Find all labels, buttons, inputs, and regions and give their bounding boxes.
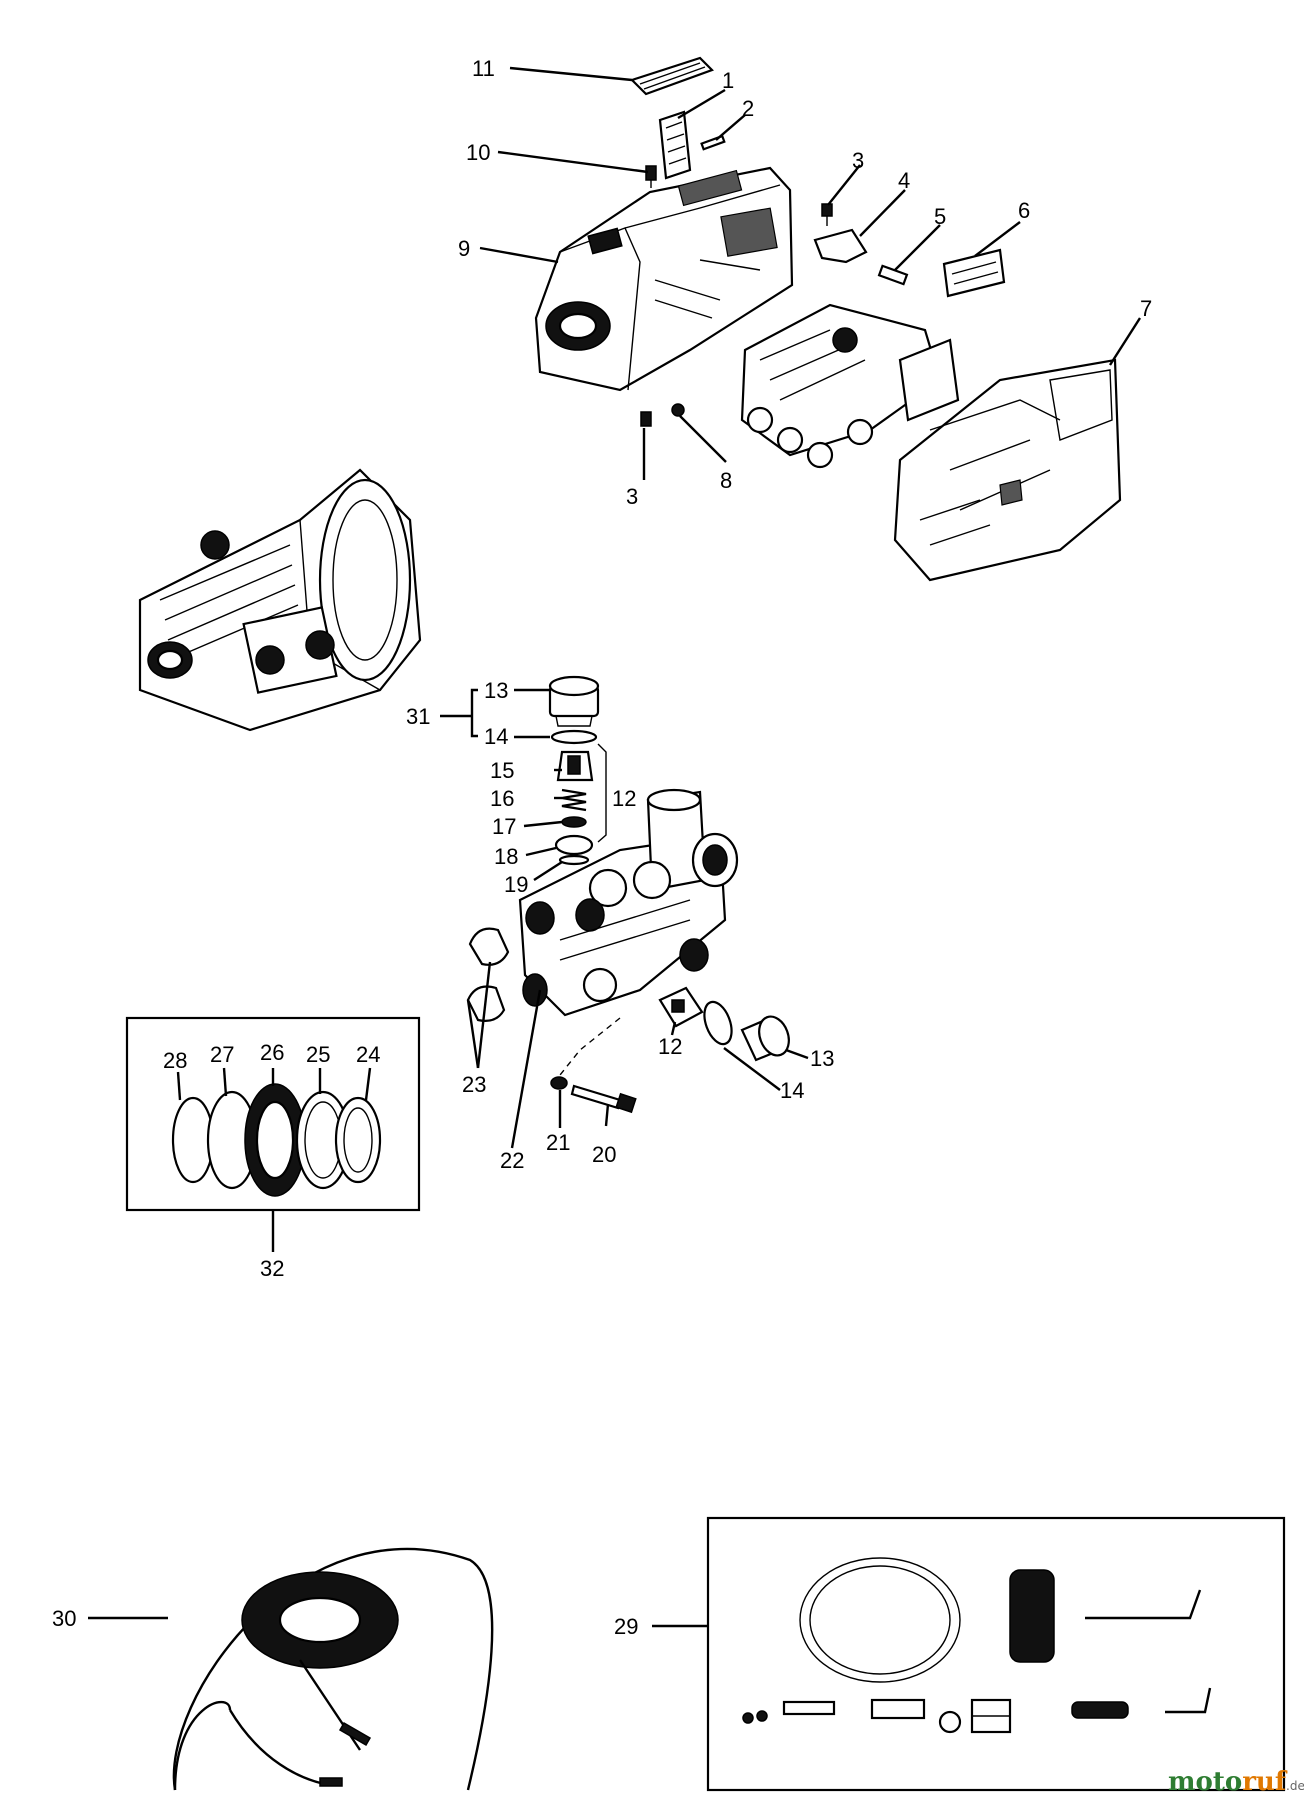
callout-29: 29 xyxy=(614,1614,638,1639)
svg-text:motoruf.de: motoruf.de xyxy=(1168,1767,1304,1797)
part-2-pin xyxy=(700,134,726,151)
part-15-valve-cage xyxy=(556,750,594,782)
callout-8: 8 xyxy=(720,468,732,493)
callout-14-side: 14 xyxy=(780,1078,804,1103)
part-10-screw xyxy=(645,165,657,188)
part-3-screw-upper xyxy=(821,203,833,226)
callout-12-side: 12 xyxy=(658,1034,682,1059)
callout-25: 25 xyxy=(306,1042,330,1067)
seal-kit-parts xyxy=(171,1083,382,1197)
callout-3-lower: 3 xyxy=(626,484,638,509)
callout-5: 5 xyxy=(934,204,946,229)
part-20-bolt xyxy=(570,1084,637,1114)
callout-26: 26 xyxy=(260,1040,284,1065)
callout-4: 4 xyxy=(898,168,910,193)
callout-10: 10 xyxy=(466,140,490,165)
part-12-valve-side xyxy=(658,986,704,1028)
dashed-guide xyxy=(559,1017,621,1076)
callout-14-top: 14 xyxy=(484,724,508,749)
part-14-oring-side xyxy=(703,1000,733,1046)
pump-body-large xyxy=(138,468,422,732)
callout-32: 32 xyxy=(260,1256,284,1281)
accessory-kit-parts xyxy=(742,1557,1212,1734)
watermark-brand-b: ruf xyxy=(1242,1767,1288,1797)
callout-16: 16 xyxy=(490,786,514,811)
part-5-clip xyxy=(877,264,909,286)
callout-13-side: 13 xyxy=(810,1046,834,1071)
watermark-brand-a: moto xyxy=(1168,1767,1242,1797)
callout-22: 22 xyxy=(500,1148,524,1173)
part-6-decal xyxy=(942,248,1006,298)
callout-27: 27 xyxy=(210,1042,234,1067)
part-7-engine xyxy=(893,358,1122,582)
part-3-bolt-lower xyxy=(640,411,652,427)
callout-19: 19 xyxy=(504,872,528,897)
kit-box-29 xyxy=(706,1516,1286,1792)
callout-30: 30 xyxy=(52,1606,76,1631)
pump-assembly-top xyxy=(740,303,960,469)
callout-3-upper: 3 xyxy=(852,148,864,173)
callout-15: 15 xyxy=(490,758,514,783)
callout-28: 28 xyxy=(163,1048,187,1073)
callout-11: 11 xyxy=(472,56,495,81)
part-4-clamp xyxy=(813,228,868,264)
bracket-12 xyxy=(597,743,607,843)
callout-12-top: 12 xyxy=(612,786,636,811)
part-8-nut xyxy=(671,403,685,417)
callout-13-top: 13 xyxy=(484,678,508,703)
callout-23: 23 xyxy=(462,1072,486,1097)
callout-labels: 11 1 2 10 9 3 4 5 6 7 3 8 31 13 14 15 16… xyxy=(52,56,1152,1639)
callout-18: 18 xyxy=(494,844,518,869)
callout-9: 9 xyxy=(458,236,470,261)
watermark-logo: motoruf.de xyxy=(1168,1767,1304,1797)
callout-7: 7 xyxy=(1140,296,1152,321)
part-13-cap-top xyxy=(548,675,600,727)
callout-21: 21 xyxy=(546,1130,570,1155)
callout-2: 2 xyxy=(742,96,754,121)
watermark-tld: .de xyxy=(1286,1779,1304,1793)
part-30-hose xyxy=(172,1547,494,1791)
part-16-spring xyxy=(561,788,587,812)
callout-17: 17 xyxy=(492,814,516,839)
callout-31: 31 xyxy=(406,704,430,729)
part-11-handle-grip xyxy=(629,56,714,96)
callout-1: 1 xyxy=(722,68,734,93)
part-17-valve xyxy=(561,816,587,828)
part-23-plug-upper xyxy=(468,927,510,966)
leader-lines xyxy=(88,66,1142,1628)
part-18-seat xyxy=(554,834,594,856)
part-9-shroud xyxy=(534,166,794,392)
part-21-washer xyxy=(550,1076,568,1090)
part-1-bracket xyxy=(658,110,692,180)
part-13-cap-side xyxy=(740,1015,790,1062)
callout-24: 24 xyxy=(356,1042,380,1067)
manifold-block xyxy=(518,788,739,1017)
part-19-oring xyxy=(558,854,590,866)
part-14-oring-top xyxy=(550,729,598,745)
callout-20: 20 xyxy=(592,1142,616,1167)
callout-6: 6 xyxy=(1018,198,1030,223)
